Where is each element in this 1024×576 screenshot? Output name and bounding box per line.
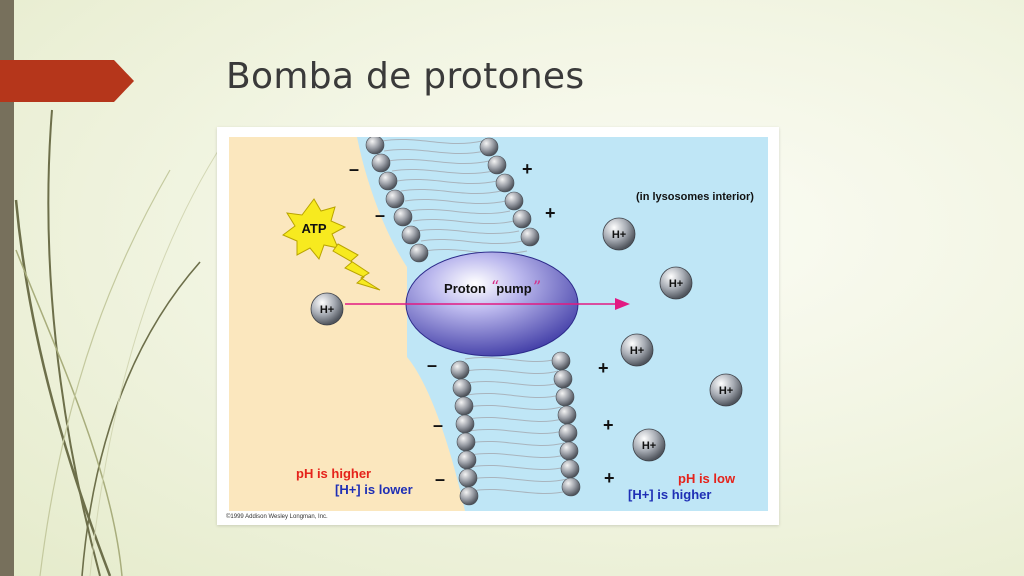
arrow-head <box>615 298 630 310</box>
proton: H+ <box>709 373 743 407</box>
upper-right-head-groups <box>479 137 540 247</box>
plus-sign: + <box>522 159 533 179</box>
lower-left-head-groups <box>450 360 479 506</box>
minus-sign: – <box>375 205 385 225</box>
upper-lipid-tails <box>381 138 528 254</box>
plus-sign: + <box>604 468 615 488</box>
cytosol-ph-text: pH is higher <box>296 466 371 481</box>
page-title: Bomba de protones <box>226 56 585 97</box>
copyright-notice: ©1999 Addison Wesley Longman, Inc. <box>226 513 328 520</box>
lumen-ph-text: pH is low <box>678 471 736 486</box>
title-accent-arrow <box>0 60 134 102</box>
plus-sign: + <box>598 358 609 378</box>
open-quote-mark: “ <box>491 277 499 296</box>
sidebar-strip <box>0 0 14 576</box>
minus-sign: – <box>427 355 437 375</box>
lower-right-head-groups <box>551 351 581 497</box>
atp-burst-icon <box>282 198 347 261</box>
pump-label-word: pump <box>496 281 531 296</box>
proton-label: H+ <box>612 229 626 241</box>
atp-label: ATP <box>301 221 326 236</box>
proton-label: H+ <box>630 345 644 357</box>
cytosol-concentration-text: [H+] is lower <box>335 482 413 497</box>
lumen-concentration-text: [H+] is higher <box>628 487 711 502</box>
minus-sign: – <box>349 159 359 179</box>
proton: H+ <box>310 292 344 326</box>
proton-label: H+ <box>719 385 733 397</box>
plus-sign: + <box>545 203 556 223</box>
proton-label: H+ <box>320 304 334 316</box>
proton-pump-diagram: – – – – – + + + + + ATP Proton pump “ ” … <box>226 137 768 520</box>
close-quote-mark: ” <box>533 277 541 296</box>
proton-label: H+ <box>642 440 656 452</box>
minus-sign: – <box>435 469 445 489</box>
lower-lipid-tails <box>464 356 569 494</box>
pump-label-proton: Proton <box>444 281 486 296</box>
proton: H+ <box>659 266 693 300</box>
proton: H+ <box>632 428 666 462</box>
lysosome-interior-note: (in lysosomes interior) <box>636 191 754 203</box>
proton-label: H+ <box>669 278 683 290</box>
lightning-bolt-icon <box>332 243 381 291</box>
proton: H+ <box>620 333 654 367</box>
upper-left-head-groups <box>365 137 429 263</box>
proton: H+ <box>602 217 636 251</box>
cytosol-region <box>229 137 465 511</box>
plus-sign: + <box>603 415 614 435</box>
minus-sign: – <box>433 415 443 435</box>
proton-pump-figure: – – – – – + + + + + ATP Proton pump “ ” … <box>217 127 779 525</box>
